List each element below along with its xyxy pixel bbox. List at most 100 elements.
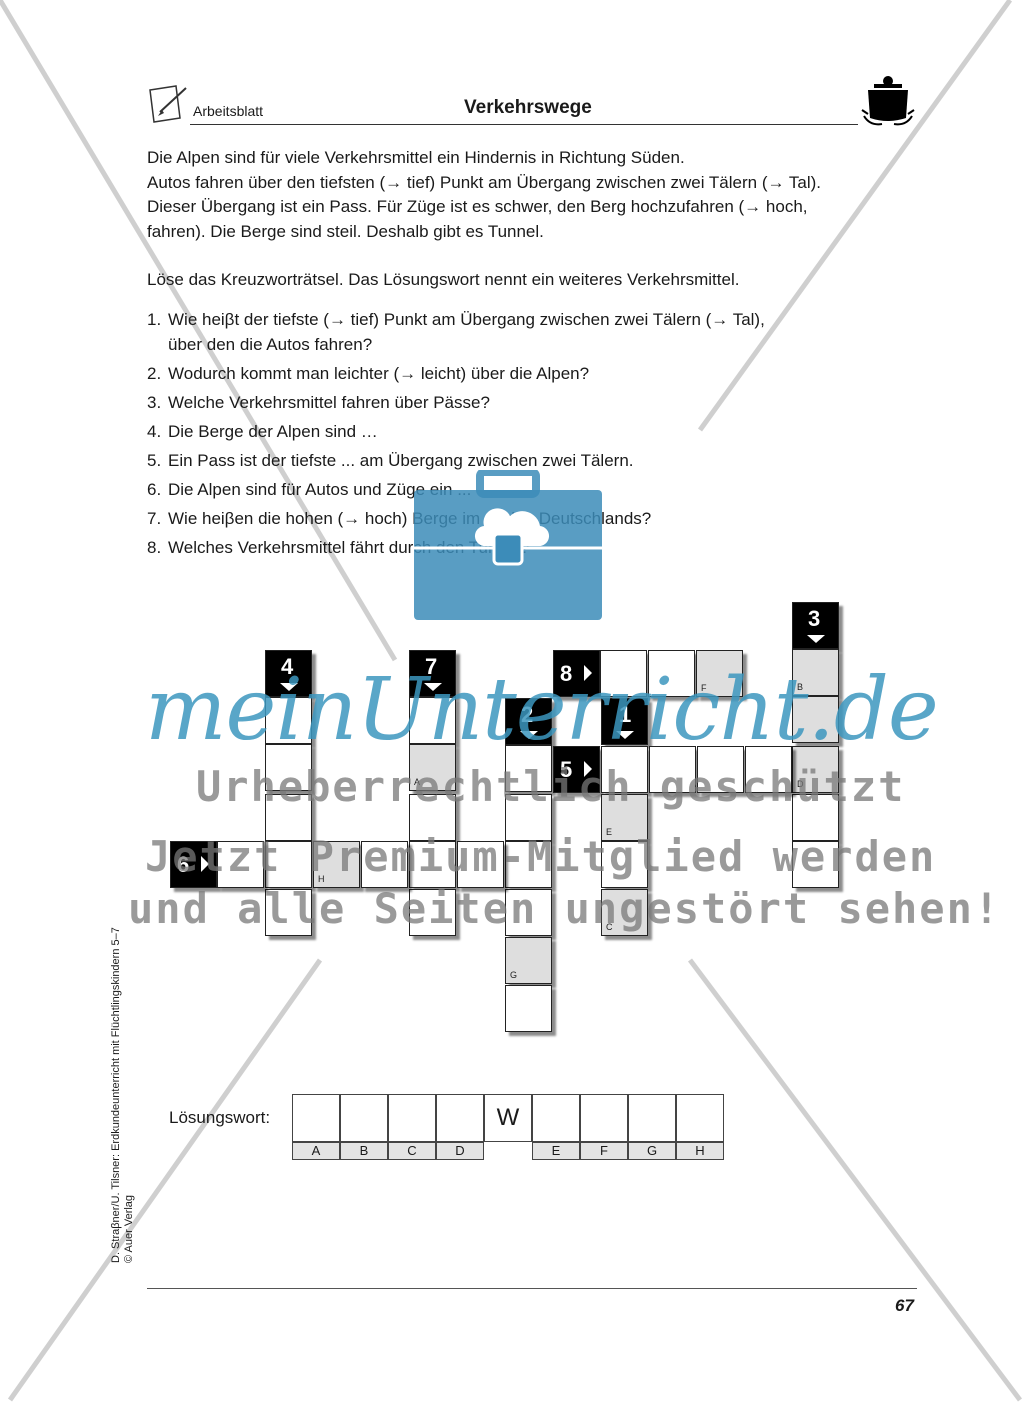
question-text: Wodurch kommt man leichter (→ leicht) üb… [168, 363, 590, 383]
question-item: 3. Welche Verkehrsmittel fahren über Päs… [147, 391, 867, 416]
crossword-cell[interactable]: H [313, 841, 360, 888]
crossword-cell[interactable] [409, 697, 456, 744]
solution-box[interactable] [340, 1094, 388, 1142]
crossword-cell[interactable] [457, 841, 504, 888]
question-number: 4. [147, 421, 162, 441]
question-item: 2. Wodurch kommt man leichter (→ leicht)… [147, 362, 867, 387]
question-item: 5. Ein Pass ist der tiefste ... am Überg… [147, 449, 867, 474]
crossword-cell[interactable]: G [505, 937, 552, 984]
solution-box[interactable] [388, 1094, 436, 1142]
question-number: 1. [147, 310, 162, 329]
crossword-cell[interactable] [265, 841, 312, 888]
crossword-cell[interactable] [648, 650, 695, 697]
solution-letter-label: D [436, 1142, 484, 1160]
solution-letter-label: E [532, 1142, 580, 1160]
crossword-cell[interactable] [361, 841, 408, 888]
watermark-line: Urheberrechtlich geschützt [196, 762, 906, 811]
crossword-cell[interactable] [265, 889, 312, 936]
clue-4-cell: 4 [265, 650, 312, 697]
question-number: 6. [147, 479, 162, 499]
crossword-cell[interactable] [265, 744, 312, 791]
crossword-cell[interactable] [649, 746, 696, 793]
crossword-cell[interactable]: C [601, 889, 648, 936]
solution-box[interactable] [532, 1094, 580, 1142]
crossword-cell[interactable] [601, 746, 648, 793]
question-text: Ein Pass ist der tiefste ... am Übergang… [168, 450, 634, 470]
intro-text: Die Alpen sind für viele Verkehrsmittel … [147, 146, 907, 244]
watermark-brand: meinUnterricht.de [145, 660, 939, 760]
clue-2-cell: 2 [505, 698, 552, 745]
solution-letter-label: C [388, 1142, 436, 1160]
clue-3-cell: 3 [792, 602, 839, 649]
footer-rule [147, 1288, 917, 1289]
intro-line: fahren). Die Berge sind steil. Deshalb g… [147, 221, 544, 241]
clue-5-cell: 5 [553, 746, 600, 793]
crossword-cell[interactable] [265, 794, 312, 841]
header-label: Arbeitsblatt [193, 103, 264, 119]
solution-box[interactable] [436, 1094, 484, 1142]
watermark-line: Jetzt Premium-Mitglied werden [145, 832, 937, 881]
solution-letter-label: H [676, 1142, 724, 1160]
solution-box[interactable] [292, 1094, 340, 1142]
question-item: 1. Wie heiβt der tiefste (→ tief) Punkt … [147, 308, 867, 357]
pot-icon [860, 74, 916, 141]
clue-1-cell: 1 [601, 698, 648, 745]
solution-box[interactable] [676, 1094, 724, 1142]
question-item: 6. Die Alpen sind für Autos und Züge ein… [147, 478, 867, 503]
clue-6-cell: 6 [170, 841, 217, 888]
question-text: Die Berge der Alpen sind … [168, 421, 378, 441]
page-title: Verkehrswege [464, 97, 592, 118]
clue-8-cell: 8 [553, 650, 600, 697]
question-number: 2. [147, 363, 162, 383]
solution-letter-label: F [580, 1142, 628, 1160]
credits-sidebar: D. Straβner/U. Tilsner: Erdkundeunterric… [110, 927, 136, 1263]
question-text: Wie heiβt der tiefste (→ tief) Punkt am … [168, 310, 765, 354]
clue-7-cell: 7 [409, 650, 456, 697]
solution-box[interactable] [628, 1094, 676, 1142]
crossword-cell[interactable] [697, 746, 744, 793]
worksheet-logo-icon [146, 82, 192, 131]
crossword-cell[interactable] [745, 746, 792, 793]
crossword-cell[interactable]: D [792, 746, 839, 793]
crossword-cell[interactable] [265, 697, 312, 744]
question-number: 3. [147, 392, 162, 412]
crossword-cell[interactable] [409, 841, 456, 888]
task-instruction: Löse das Kreuzworträtsel. Das Lösungswor… [147, 270, 740, 289]
crossword-cell[interactable] [600, 650, 647, 697]
credits-line: D. Straβner/U. Tilsner: Erdkundeunterric… [110, 927, 122, 1263]
question-number: 8. [147, 537, 162, 557]
crossword-cell[interactable] [505, 889, 552, 936]
crossword-cell[interactable] [792, 841, 839, 888]
page-number: 67 [895, 1296, 914, 1315]
solution-letter-label: G [628, 1142, 676, 1160]
question-text: Die Alpen sind für Autos und Züge ein ..… [168, 479, 472, 499]
question-text: Welche Verkehrsmittel fahren über Pässe? [168, 392, 490, 412]
crossword-cell[interactable] [792, 696, 839, 743]
question-number: 5. [147, 450, 162, 470]
header-rule [190, 124, 858, 125]
crossword-cell[interactable]: F [696, 650, 743, 697]
solution-fixed-box: W [484, 1094, 532, 1142]
question-item: 4. Die Berge der Alpen sind … [147, 420, 867, 445]
solution-letter-label: B [340, 1142, 388, 1160]
question-number: 7. [147, 508, 162, 528]
crossword-cell[interactable] [792, 794, 839, 841]
solution-label: Lösungswort: [169, 1108, 271, 1127]
intro-line: Die Alpen sind für viele Verkehrsmittel … [147, 148, 685, 167]
crossword-cell[interactable]: E [601, 794, 648, 841]
crossword-cell[interactable] [505, 841, 552, 888]
crossword-cell[interactable] [601, 841, 648, 888]
crossword-cell[interactable] [505, 985, 552, 1032]
crossword-cell[interactable] [217, 841, 264, 888]
solution-letter-label: A [292, 1142, 340, 1160]
crossword-cell[interactable] [505, 794, 552, 841]
crossword-cell[interactable]: A [409, 744, 456, 791]
crossword-cell[interactable] [409, 794, 456, 841]
solution-box[interactable] [580, 1094, 628, 1142]
briefcase-watermark-icon [414, 468, 602, 627]
watermark-line: und alle Seiten ungestört sehen! [128, 884, 1002, 933]
crossword-cell[interactable] [409, 889, 456, 936]
crossword-cell[interactable] [505, 745, 552, 792]
intro-line: Autos fahren über den tiefsten (→ tief) … [147, 172, 822, 192]
crossword-cell[interactable]: B [792, 649, 839, 696]
